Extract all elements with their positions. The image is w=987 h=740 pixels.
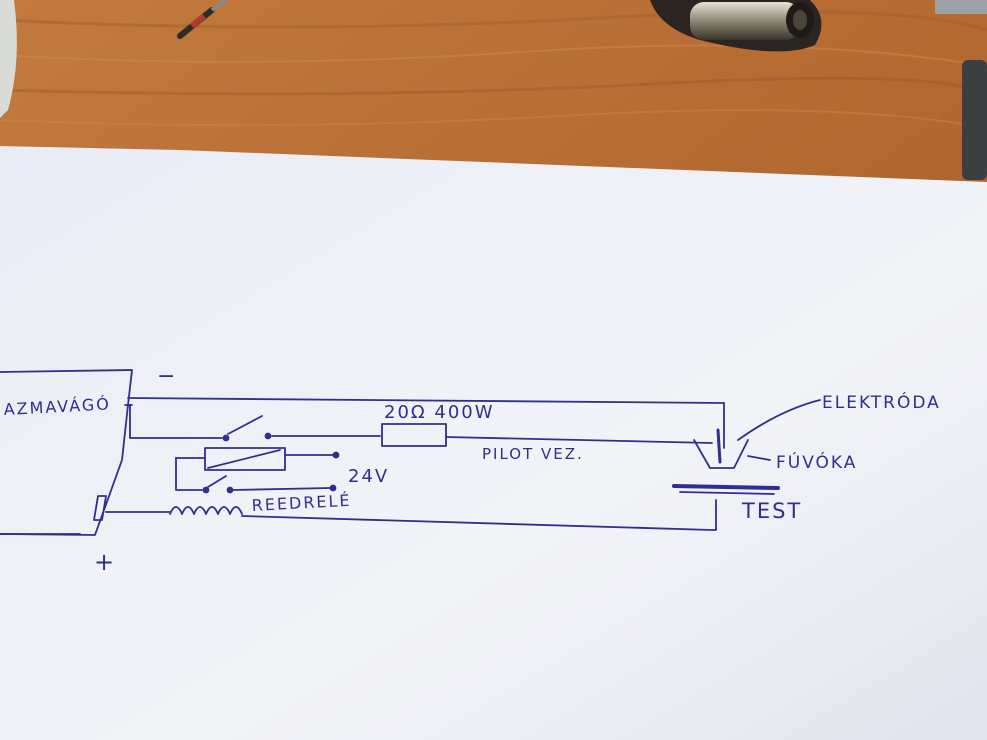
plasma-torch-object — [650, 0, 822, 52]
reed-coil-symbol — [169, 506, 243, 515]
torch-nozzle-symbol — [693, 439, 749, 469]
positive-terminal — [93, 495, 107, 521]
pilot-wire — [445, 436, 713, 444]
label-resistor: 20Ω 400W — [384, 402, 495, 423]
label-plus: + — [94, 548, 116, 576]
relay-coil-symbol — [204, 447, 286, 471]
resistor-symbol — [381, 423, 447, 447]
workpiece-symbol — [672, 484, 780, 490]
label-nozzle: FÚVÓKA — [776, 451, 857, 473]
relay-switch-contact — [227, 415, 263, 435]
switch-branch-wire — [129, 404, 223, 439]
label-voltage: 24V — [348, 466, 389, 487]
desk-object-left — [0, 0, 17, 118]
label-pilot-arc: PILOT VEZ. — [482, 445, 584, 463]
label-minus: − — [157, 364, 177, 389]
negative-wire — [127, 397, 725, 404]
label-electrode: ELEKTRÓDA — [822, 391, 941, 413]
label-workpiece: TEST — [741, 499, 802, 523]
pen-icon — [177, 0, 228, 39]
circuit-diagram — [0, 369, 821, 536]
desk-objects-right — [935, 0, 987, 180]
diagram-labels: AZMAVÁGÓ − + 20Ω 400W PILOT VEZ. 24V REE… — [3, 364, 941, 576]
paper-sheet — [0, 146, 987, 740]
